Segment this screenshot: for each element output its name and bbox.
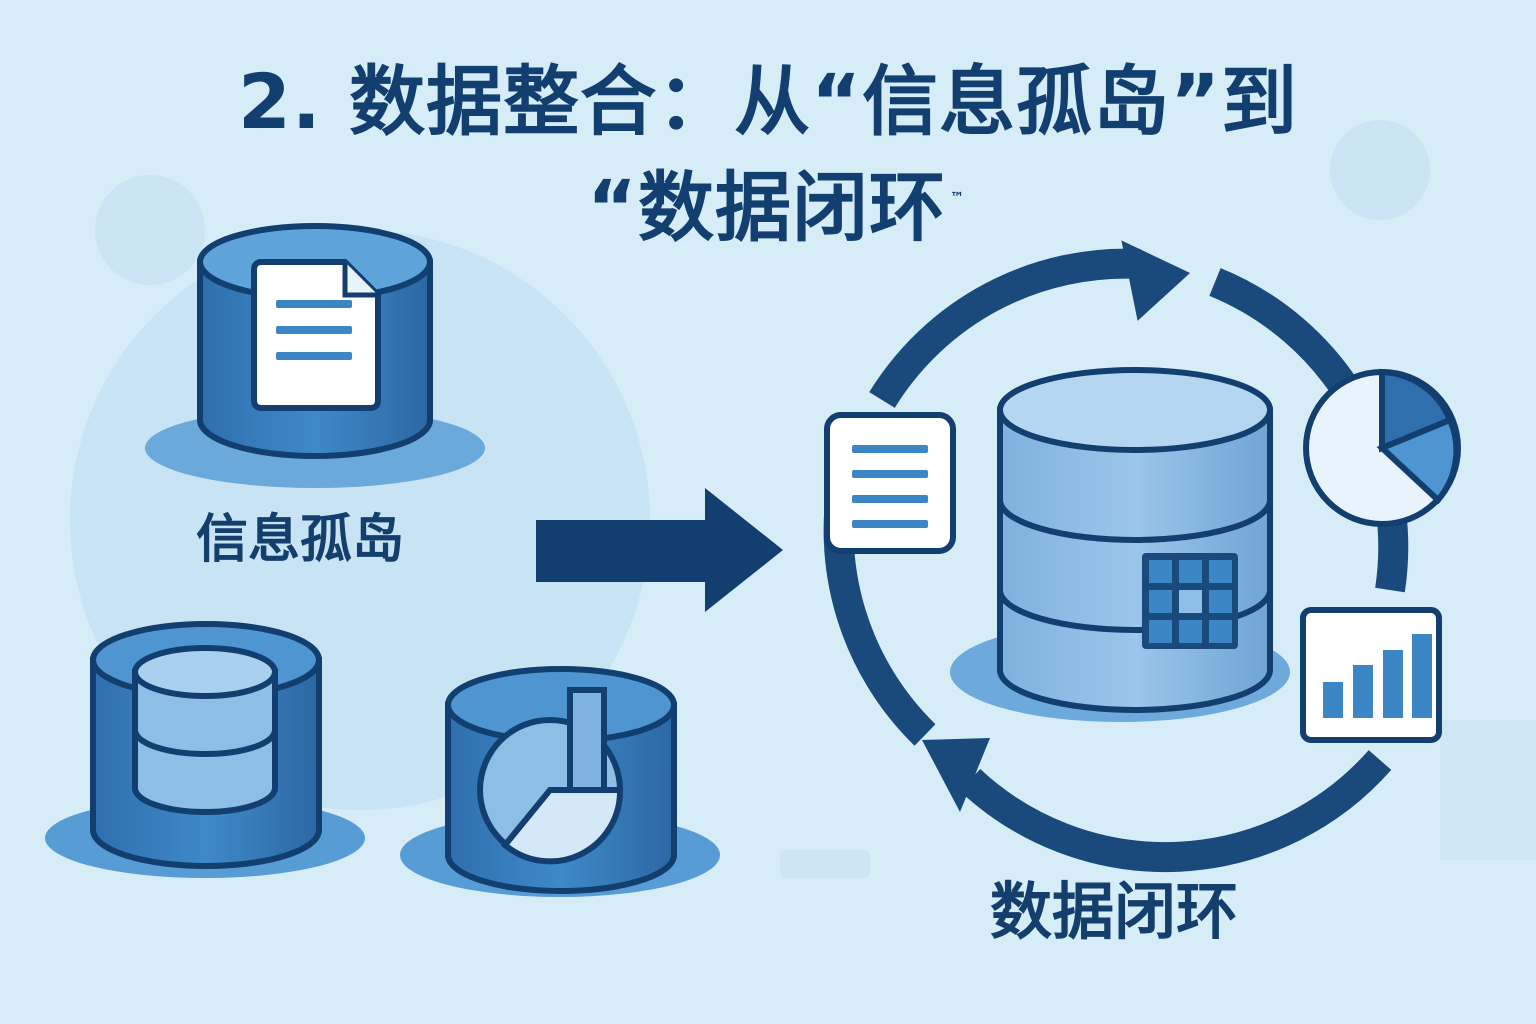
central-database-icon xyxy=(950,367,1290,722)
chart-mini-icon xyxy=(477,687,624,865)
document-icon xyxy=(251,259,381,411)
document-card-icon xyxy=(824,412,956,554)
title-line-1: 2. 数据整合：从“信息孤岛”到 xyxy=(237,57,1299,146)
bar-chart-icon xyxy=(1300,607,1442,743)
silos-label: 信息孤岛 xyxy=(196,510,405,570)
database-silo-icon xyxy=(45,621,365,878)
mini-database-icon xyxy=(132,645,278,815)
document-silo-icon xyxy=(145,223,485,488)
pie-chart-icon xyxy=(1303,368,1461,527)
chart-silo-icon xyxy=(400,666,720,897)
right-arrow-icon xyxy=(536,488,783,612)
title-line-2-text: “数据闭环 xyxy=(587,163,946,252)
closed-loop-label: 数据闭环 xyxy=(990,875,1239,948)
grid-table-icon xyxy=(1142,553,1238,649)
trademark-mark: ™ xyxy=(949,190,965,206)
